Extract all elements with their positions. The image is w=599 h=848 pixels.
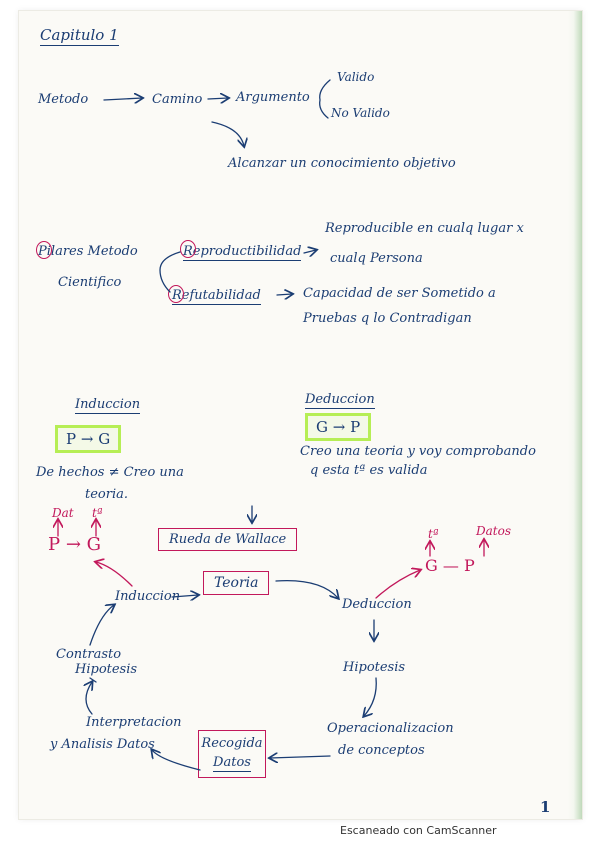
- no-valido-text: No Valido: [331, 106, 390, 120]
- brace-pilares: [159, 251, 181, 293]
- induccion-desc-1: De hechos ≠ Creo una: [36, 465, 184, 480]
- induccion-heading: Induccion: [75, 397, 141, 414]
- arrow-reproducibilidad: [303, 250, 316, 253]
- pilares-circle-mark: [36, 241, 52, 259]
- arrow-recogida-interpretacion: [152, 750, 201, 771]
- arrow-camino-argumento: [207, 98, 228, 99]
- left-ta-label: tª: [92, 506, 103, 520]
- reproducibilidad-text: Reproductibilidad: [183, 244, 302, 261]
- paper-edge: [568, 11, 582, 819]
- arrow-induccion-to-left-formula: [96, 562, 133, 587]
- wheel-contrasto: Contrasto: [56, 647, 122, 662]
- arrow-induccion-teoria: [171, 595, 198, 597]
- datos-text: Datos: [213, 755, 251, 772]
- arrow-teoria-deduccion: [275, 579, 338, 598]
- arrow-interpretacion-contrasto: [86, 682, 92, 715]
- right-ta-label: tª: [428, 527, 439, 541]
- pilares-label: Pilares Metodo: [38, 244, 138, 259]
- arrow-refutabilidad: [276, 294, 292, 295]
- recogida-datos-box: Recogida Datos: [198, 730, 266, 778]
- refutabilidad-desc-1: Capacidad de ser Sometido a: [303, 286, 496, 301]
- wheel-interpretacion-1: Interpretacion: [86, 715, 182, 730]
- arrow-hipotesis-operacionalizacion: [364, 677, 377, 716]
- right-datos-label: Datos: [476, 524, 511, 538]
- reproducibilidad-desc-2: cualq Persona: [330, 251, 423, 266]
- chapter-title: Capitulo 1: [40, 26, 119, 46]
- teoria-box: Teoria: [203, 571, 270, 595]
- arrow-contrasto-induccion: [89, 605, 114, 646]
- reproducibilidad-circle-mark: [180, 240, 196, 258]
- recogida-text: Recogida: [201, 736, 263, 751]
- metodo-text: Metodo: [38, 92, 89, 107]
- cientifico-label: Cientifico: [58, 275, 122, 290]
- deduccion-desc-2: q esta tª es valida: [310, 463, 428, 478]
- wheel-deduccion: Deduccion: [342, 597, 412, 612]
- wheel-induccion: Induccion: [115, 589, 181, 604]
- left-dat-label: Dat: [52, 506, 74, 520]
- wheel-interpretacion-2: y Analisis Datos: [50, 737, 155, 752]
- wheel-operacionalizacion-1: Operacionalizacion: [327, 721, 454, 736]
- wheel-operacionalizacion-2: de conceptos: [338, 743, 425, 758]
- induccion-formula-box: P → G: [55, 425, 122, 453]
- left-formula: P → G: [48, 534, 102, 555]
- alcanzar-text: Alcanzar un conocimiento objetivo: [228, 156, 456, 171]
- camino-text: Camino: [152, 92, 203, 107]
- brace-bracket-hipotesis: [89, 677, 97, 683]
- refutabilidad-text: Refutabilidad: [172, 288, 261, 305]
- arrow-deduccion-to-right-formula: [375, 570, 420, 599]
- induccion-desc-2: teoria.: [85, 487, 128, 502]
- wheel-hipotesis: Hipotesis: [343, 660, 406, 675]
- refutabilidad-desc-2: Pruebas q lo Contradigan: [303, 311, 472, 326]
- arrow-metodo-camino: [103, 98, 142, 100]
- valido-text: Valido: [337, 70, 375, 84]
- page-number: 1: [540, 798, 551, 816]
- deduccion-desc-1: Creo una teoria y voy comprobando: [300, 444, 536, 459]
- argumento-text: Argumento: [236, 90, 310, 105]
- rueda-title-box: Rueda de Wallace: [158, 528, 298, 551]
- brace-valido: [319, 79, 331, 119]
- arrow-operacionalizacion-recogida: [270, 756, 331, 758]
- deduccion-formula-box: G → P: [305, 413, 372, 441]
- deduccion-heading: Deduccion: [305, 392, 375, 409]
- reproducibilidad-desc-1: Reproducible en cualq lugar x: [325, 221, 524, 236]
- camscanner-footer: Escaneado con CamScanner: [340, 824, 497, 837]
- wheel-hipotesis-left: Hipotesis: [75, 662, 138, 677]
- arrow-argumento-alcanzar: [211, 121, 244, 146]
- refutabilidad-circle-mark: [168, 285, 184, 303]
- right-formula: G — P: [425, 556, 475, 575]
- notebook-paper: [18, 10, 583, 820]
